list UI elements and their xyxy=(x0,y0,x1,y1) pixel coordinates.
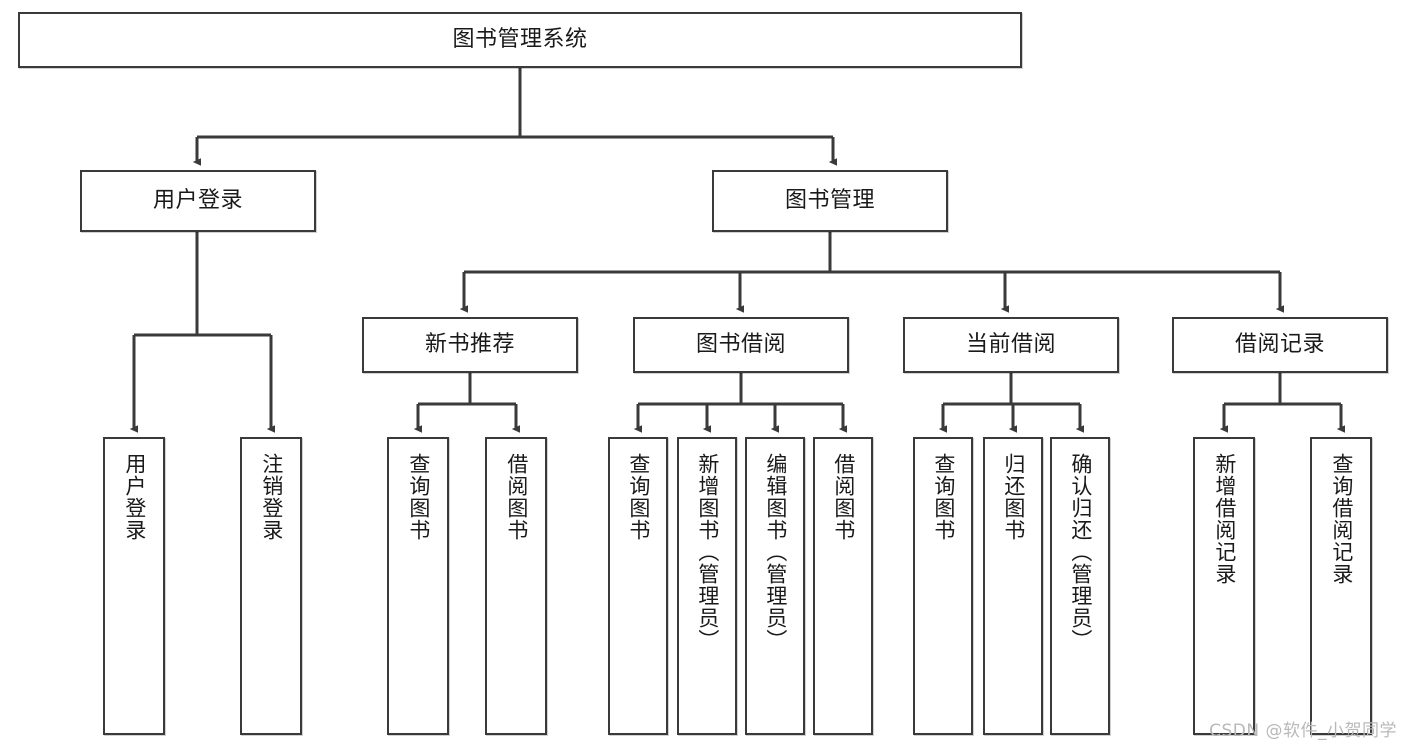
node-book-manage-label: 图书管理 xyxy=(784,188,875,214)
node-book-borrow-label: 图书借阅 xyxy=(695,332,786,358)
node-leaf-return-book[interactable]: 归还图书 xyxy=(983,437,1043,735)
node-leaf-user-logout[interactable]: 注销登录 xyxy=(240,437,302,735)
node-new-book-rec-label: 新书推荐 xyxy=(424,332,515,358)
node-leaf-borrow-book-2-label: 借阅图书 xyxy=(831,453,856,541)
watermark: CSDN @软件_小贺同学 xyxy=(1209,721,1397,741)
node-borrow-record[interactable]: 借阅记录 xyxy=(1172,317,1388,373)
node-leaf-query-book-3-label: 查询图书 xyxy=(931,453,956,541)
node-user-login[interactable]: 用户登录 xyxy=(80,170,316,232)
node-user-login-label: 用户登录 xyxy=(152,188,243,214)
node-leaf-query-book-3[interactable]: 查询图书 xyxy=(913,437,973,735)
node-leaf-add-record-label: 新增借阅记录 xyxy=(1212,453,1237,585)
node-leaf-confirm-return-label: 确认归还（管理员） xyxy=(1068,453,1093,651)
node-leaf-user-login[interactable]: 用户登录 xyxy=(103,437,165,735)
node-leaf-query-book-1-label: 查询图书 xyxy=(406,453,431,541)
node-leaf-user-login-label: 用户登录 xyxy=(122,453,147,541)
node-current-borrow[interactable]: 当前借阅 xyxy=(903,317,1119,373)
node-leaf-query-book-1[interactable]: 查询图书 xyxy=(387,437,449,735)
node-leaf-user-logout-label: 注销登录 xyxy=(259,453,284,541)
node-leaf-query-book-2[interactable]: 查询图书 xyxy=(608,437,668,735)
node-leaf-confirm-return[interactable]: 确认归还（管理员） xyxy=(1050,437,1110,735)
node-root-label: 图书管理系统 xyxy=(452,27,588,53)
node-leaf-borrow-book-1[interactable]: 借阅图书 xyxy=(485,437,547,735)
node-leaf-query-record[interactable]: 查询借阅记录 xyxy=(1310,437,1372,735)
node-new-book-rec[interactable]: 新书推荐 xyxy=(362,317,578,373)
node-leaf-add-record[interactable]: 新增借阅记录 xyxy=(1193,437,1255,735)
node-borrow-record-label: 借阅记录 xyxy=(1234,332,1325,358)
node-leaf-add-book-label: 新增图书（管理员） xyxy=(695,453,720,651)
node-leaf-return-book-label: 归还图书 xyxy=(1001,453,1026,541)
node-leaf-add-book[interactable]: 新增图书（管理员） xyxy=(677,437,737,735)
node-leaf-query-book-2-label: 查询图书 xyxy=(626,453,651,541)
node-book-manage[interactable]: 图书管理 xyxy=(712,170,948,232)
node-book-borrow[interactable]: 图书借阅 xyxy=(633,317,849,373)
node-current-borrow-label: 当前借阅 xyxy=(965,332,1056,358)
node-leaf-query-record-label: 查询借阅记录 xyxy=(1329,453,1354,585)
node-leaf-edit-book[interactable]: 编辑图书（管理员） xyxy=(745,437,805,735)
node-leaf-borrow-book-2[interactable]: 借阅图书 xyxy=(813,437,873,735)
node-root[interactable]: 图书管理系统 xyxy=(18,12,1022,68)
node-leaf-edit-book-label: 编辑图书（管理员） xyxy=(763,453,788,651)
node-leaf-borrow-book-1-label: 借阅图书 xyxy=(504,453,529,541)
